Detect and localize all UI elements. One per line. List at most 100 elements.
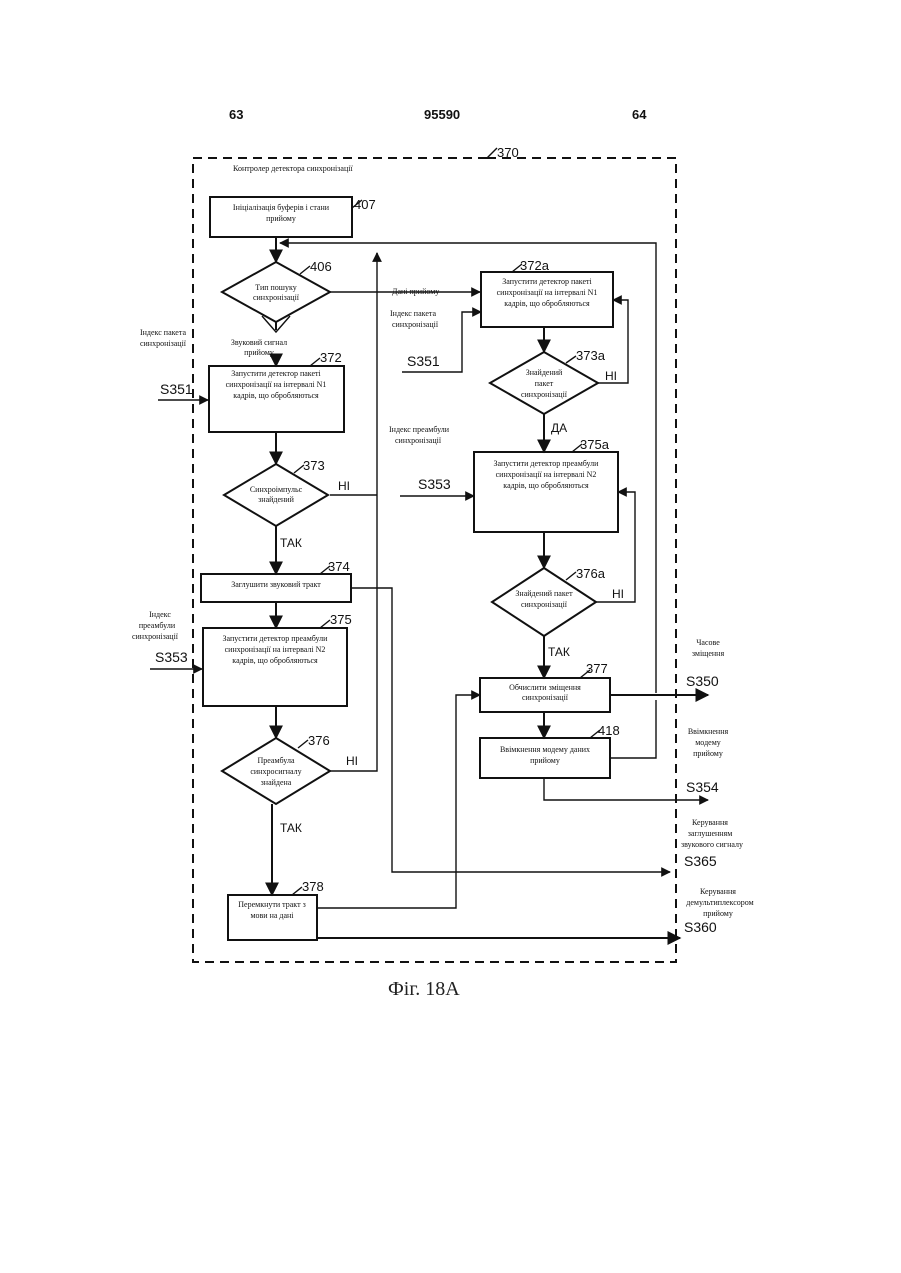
decision-373a-line2: пакет: [535, 379, 554, 388]
s365-label-line1: Керування: [692, 818, 728, 827]
s360-label-line3: прийому: [703, 909, 733, 918]
s354-label-line3: прийому: [693, 749, 723, 758]
figure-caption: Фіг. 18А: [388, 978, 460, 1001]
decision-376a-line1: Знайдений пакет: [515, 589, 573, 598]
block-378-line2: мови на дані: [250, 911, 294, 920]
ref-374: 374: [328, 559, 350, 574]
s350-label-line1: Часове: [696, 638, 720, 647]
ref-376: 376: [308, 733, 330, 748]
s360-label-line2: демультиплексором: [686, 898, 753, 907]
decision-406-line2: синхронізації: [253, 293, 300, 302]
voice-branch-line2: прийому: [244, 348, 274, 357]
s350-label-line2: зміщення: [692, 649, 725, 658]
block-372a-line2: синхронізації на інтервалі N1: [497, 288, 598, 297]
ref-406: 406: [310, 259, 332, 274]
yes-376: ТАК: [280, 821, 302, 835]
block-375-line2: синхронізації на інтервалі N2: [225, 645, 326, 654]
s360-label-line1: Керування: [700, 887, 736, 896]
data-rx-label: Дані прийому: [392, 287, 439, 296]
block-375a-line3: кадрів, що обробляються: [503, 481, 589, 490]
decision-376-line1: Преамбула: [258, 756, 295, 765]
decision-373a-line3: синхронізації: [521, 390, 568, 399]
line-to-377: [456, 695, 480, 872]
s353a-label-line1: Індекс преамбули: [389, 425, 450, 434]
s351-signal: S351: [160, 381, 193, 397]
ref-378: 378: [302, 879, 324, 894]
ref-378-leader: [292, 887, 302, 895]
s353-label-line1: Індекс: [149, 610, 171, 619]
decision-376a-line2: синхронізації: [521, 600, 568, 609]
line-378-up: [317, 872, 456, 908]
s354-signal: S354: [686, 779, 719, 795]
ref-406-leader: [300, 266, 310, 274]
container-title: Контролер детектора синхронізації: [233, 164, 353, 173]
s365-label-line3: звукового сигналу: [681, 840, 743, 849]
block-407-line1: Ініціалізація буферів і стани: [233, 203, 330, 212]
voice-branch-line1: Звуковий сигнал: [231, 338, 287, 347]
ref-373a: 373a: [576, 348, 606, 363]
block-418-line2: прийому: [530, 756, 560, 765]
ref-377: 377: [586, 661, 608, 676]
yes-376a: ТАК: [548, 645, 570, 659]
s353-label-line3: синхронізації: [132, 632, 179, 641]
block-375a-line2: синхронізації на інтервалі N2: [496, 470, 597, 479]
s360-signal: S360: [684, 919, 717, 935]
no-376: НІ: [346, 754, 358, 768]
s354-label-line1: Ввімкнення: [688, 727, 729, 736]
ref-376a: 376a: [576, 566, 606, 581]
ref-375-leader: [320, 620, 330, 628]
block-407-line2: прийому: [266, 214, 296, 223]
decision-376-line2: синхросигналу: [250, 767, 301, 776]
s351a-label-line2: синхронізації: [392, 320, 439, 329]
ref-375a: 375a: [580, 437, 610, 452]
block-375a-line1: Запустити детектор преамбули: [494, 459, 600, 468]
s353a-label-line2: синхронізації: [395, 436, 442, 445]
block-372a-line3: кадрів, що обробляються: [504, 299, 590, 308]
arrow-s354: [544, 778, 708, 800]
s353-signal: S353: [155, 649, 188, 665]
s351-label-line1: Індекс пакета: [140, 328, 186, 337]
ref-372: 372: [320, 350, 342, 365]
s353-label-line2: преамбули: [139, 621, 176, 630]
decision-373a-line1: Знайдений: [526, 368, 563, 377]
block-372-line3: кадрів, що обробляються: [233, 391, 319, 400]
ref-407: 407: [354, 197, 376, 212]
block-372-line2: синхронізації на інтервалі N1: [226, 380, 327, 389]
block-375-line3: кадрів, що обробляються: [232, 656, 318, 665]
block-375-line1: Запустити детектор преамбули: [223, 634, 329, 643]
decision-373-line1: Синхроімпульс: [250, 485, 303, 494]
s351-label-line2: синхронізації: [140, 339, 187, 348]
s351a-signal: S351: [407, 353, 440, 369]
no-373: НІ: [338, 479, 350, 493]
decision-373-line2: знайдений: [258, 495, 294, 504]
block-372a-line1: Запустити детектор пакеті: [502, 277, 592, 286]
ref-372a: 372a: [520, 258, 550, 273]
no-376a: НІ: [612, 587, 624, 601]
ref-372-leader: [310, 358, 320, 366]
s350-signal: S350: [686, 673, 719, 689]
yes-373: ТАК: [280, 536, 302, 550]
s354-label-line2: модему: [695, 738, 721, 747]
decision-376-line3: знайдена: [261, 778, 292, 787]
s351a-label-line1: Індекс пакета: [390, 309, 436, 318]
yes-373a: ДА: [551, 421, 567, 435]
container-leader: [487, 148, 497, 158]
ref-375: 375: [330, 612, 352, 627]
block-418-line1: Ввімкнення модему даних: [500, 745, 590, 754]
block-377-line1: Обчислити зміщення: [509, 683, 581, 692]
ref-376-leader: [298, 740, 308, 748]
s365-signal: S365: [684, 853, 717, 869]
container-ref: 370: [497, 145, 519, 160]
s365-label-line2: заглушенням: [688, 829, 733, 838]
s353a-signal: S353: [418, 476, 451, 492]
block-377-line2: синхронізації: [522, 693, 569, 702]
no-373a: НІ: [605, 369, 617, 383]
line-374-s365: [351, 588, 670, 872]
ref-373: 373: [303, 458, 325, 473]
ref-418: 418: [598, 723, 620, 738]
decision-406-line1: Тип пошуку: [255, 283, 296, 292]
block-374-line1: Заглушити звуковий тракт: [231, 580, 321, 589]
block-378-line1: Перемкнути тракт з: [238, 900, 305, 909]
